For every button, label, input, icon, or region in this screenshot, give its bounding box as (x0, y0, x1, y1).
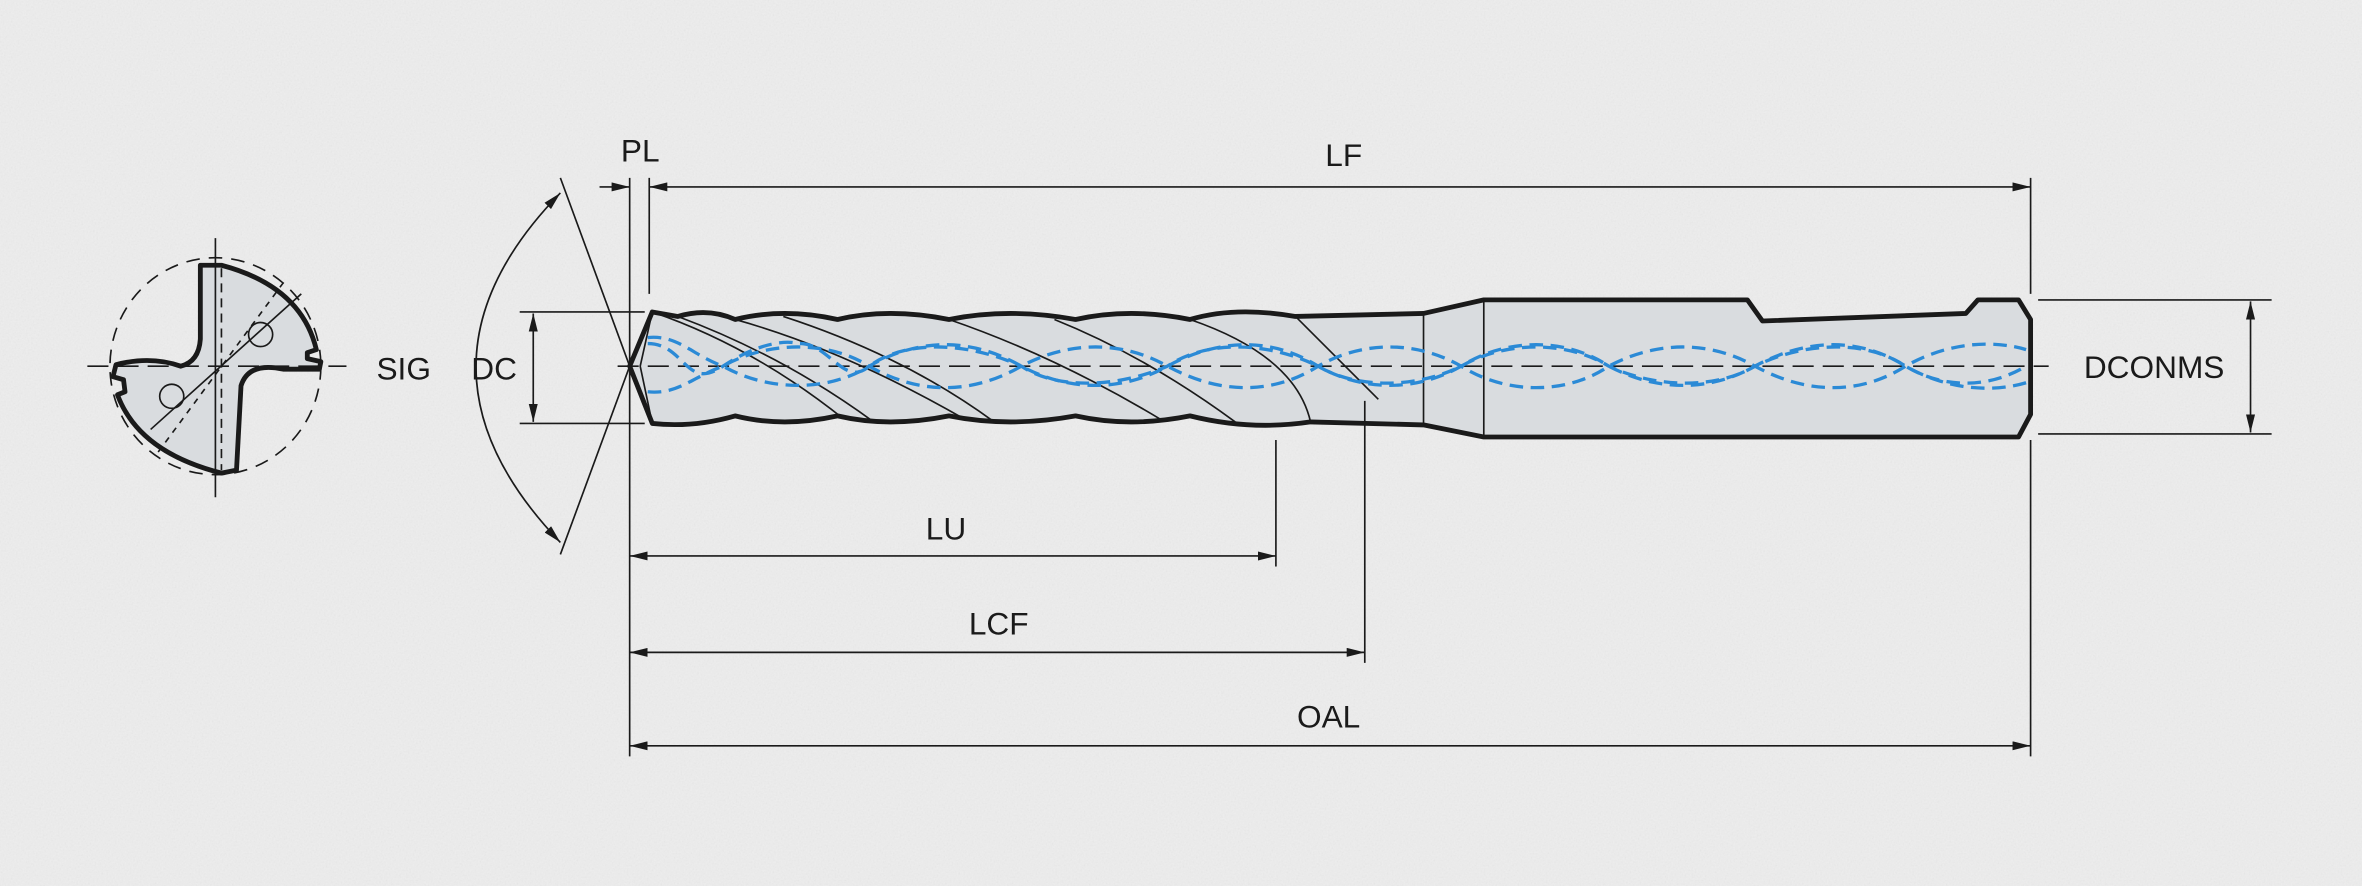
dconms-label: DCONMS (2084, 349, 2225, 385)
lcf-label: LCF (969, 605, 1029, 641)
lu-dimension: LU (629, 439, 1277, 567)
oal-label: OAL (1297, 699, 1360, 735)
lu-label: LU (926, 510, 966, 546)
oal-dimension: OAL (629, 699, 2031, 751)
lf-label: LF (1325, 137, 1362, 173)
lf-dimension: LF (649, 137, 2031, 192)
drill-body (617, 297, 2049, 440)
pl-dimension: PL (599, 132, 660, 192)
dc-dimension: DC (471, 311, 645, 425)
dc-label: DC (471, 351, 517, 387)
end-view (87, 238, 347, 498)
sig-label: SIG (376, 351, 430, 387)
pl-label: PL (621, 132, 660, 168)
sig-dimension: SIG (376, 177, 631, 555)
lcf-dimension: LCF (629, 400, 1366, 663)
dconms-dimension: DCONMS (2038, 299, 2272, 435)
